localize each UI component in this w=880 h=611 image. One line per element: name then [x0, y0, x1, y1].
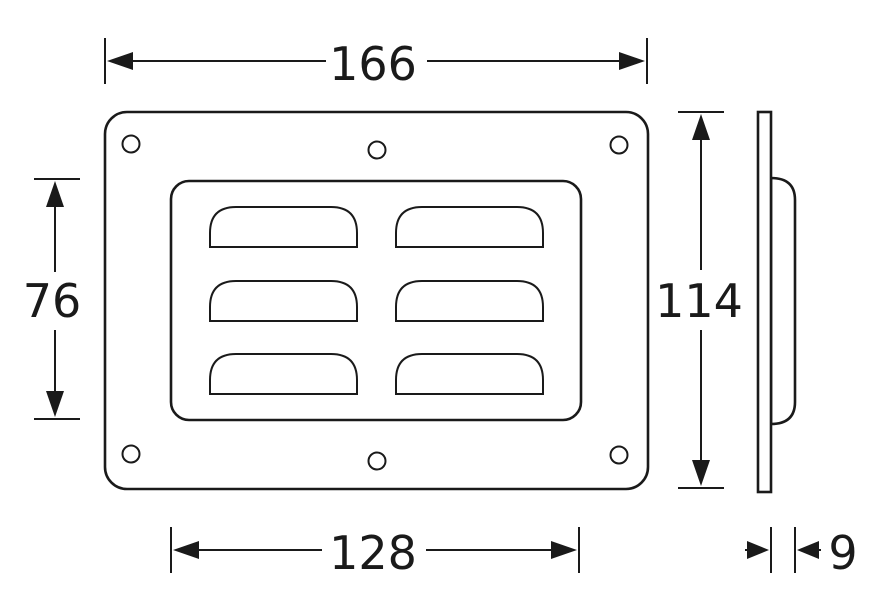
side-view [756, 110, 797, 494]
dimension-overall-width: 166 [104, 37, 648, 91]
louver-slot [395, 280, 544, 322]
louver-panel [169, 179, 583, 422]
dimension-opening-width: 128 [170, 526, 580, 580]
depth-label: 9 [828, 526, 857, 580]
mounting-hole [609, 445, 629, 465]
dimension-opening-height: 76 [23, 178, 82, 420]
louver-slots [209, 206, 544, 395]
arrowhead-right [747, 541, 769, 559]
mounting-hole [367, 140, 387, 160]
opening-width-label: 128 [329, 526, 417, 580]
mounting-holes [121, 134, 629, 471]
mounting-hole [609, 135, 629, 155]
louver-slot [395, 206, 544, 248]
overall-height-label: 114 [655, 274, 743, 328]
arrowhead-right [551, 541, 577, 559]
arrowhead-left [173, 541, 199, 559]
louver-slot [209, 353, 358, 395]
overall-width-label: 166 [329, 37, 417, 91]
dimension-overall-height: 114 [655, 111, 743, 489]
arrowhead-right [619, 52, 645, 70]
arrowhead-up [46, 181, 64, 207]
arrowhead-left [797, 541, 819, 559]
arrowhead-down [46, 391, 64, 417]
opening-height-label: 76 [23, 274, 82, 328]
louver-slot [209, 280, 358, 322]
side-view-plate [756, 110, 773, 494]
arrowhead-left [107, 52, 133, 70]
mounting-hole [367, 451, 387, 471]
side-view-louver-bump [769, 176, 797, 426]
louver-slot [395, 353, 544, 395]
dimension-depth: 9 [745, 526, 858, 580]
arrowhead-down [692, 460, 710, 486]
arrowhead-up [692, 114, 710, 140]
mounting-hole [121, 134, 141, 154]
front-view [103, 110, 650, 491]
mounting-hole [121, 444, 141, 464]
louver-slot [209, 206, 358, 248]
